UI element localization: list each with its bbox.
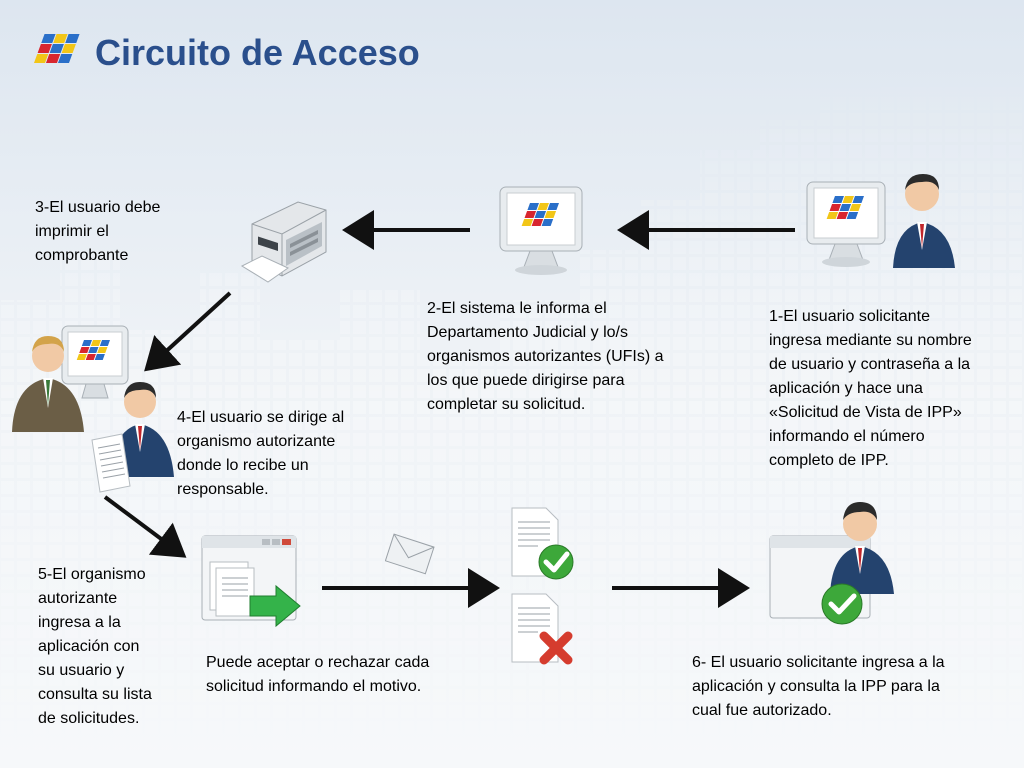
step-2-text: 2-El sistema le informa el Departamento … xyxy=(427,300,664,413)
document-accepted-icon xyxy=(511,507,574,580)
application-window-user-check-icon xyxy=(769,502,894,625)
application-window-forward-icon xyxy=(201,535,301,628)
computer-icon xyxy=(499,186,583,275)
step-6-text: 6- El usuario solicitante ingresa a la a… xyxy=(692,654,945,719)
step-4-text: 4-El usuario se dirige al organismo auto… xyxy=(177,409,345,498)
document-rejected-icon xyxy=(511,593,573,665)
two-users-computer-icon xyxy=(12,325,174,493)
page-title: Circuito de Acceso xyxy=(95,32,420,73)
envelope-icon xyxy=(385,533,435,575)
step-3-text: 3-El usuario debe imprimir el comprobant… xyxy=(35,199,161,264)
printer-icon xyxy=(240,201,327,283)
arrow-4-to-5 xyxy=(103,495,187,558)
step-1-text: 1-El usuario solicitante ingresa mediant… xyxy=(769,308,972,469)
app-logo-icon xyxy=(33,34,80,63)
accept-reject-text: Puede aceptar o rechazar cada solicitud … xyxy=(206,654,430,695)
computer-user-icon xyxy=(806,174,955,268)
step-5-text: 5-El organismo autorizante ingresa a la … xyxy=(38,566,152,727)
arrow-3-to-4 xyxy=(144,291,232,372)
